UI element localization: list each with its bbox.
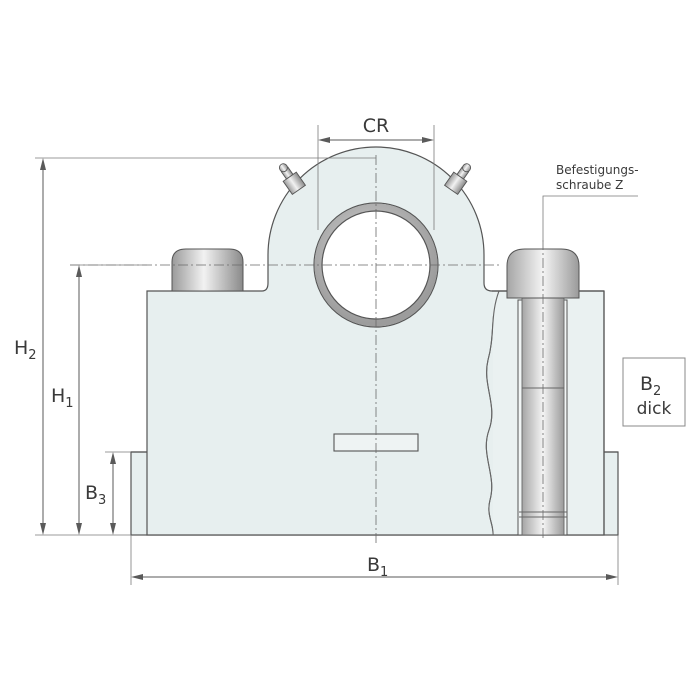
cr-dimension: [318, 137, 434, 143]
screw-callout-line2: schraube Z: [556, 178, 623, 192]
b2-label: B2: [640, 373, 661, 399]
h2-label: H2: [14, 337, 37, 363]
screw-head: [506, 248, 580, 299]
screw-leader-line: [542, 195, 638, 242]
h1-label: H1: [51, 385, 74, 411]
left-cap-nut: [171, 248, 244, 292]
b2-box: [622, 357, 686, 427]
b3-label: B3: [85, 482, 106, 508]
screw-callout-line1: Befestigungs-: [556, 163, 639, 177]
housing-body: [146, 146, 605, 536]
grease-nipple-right: [443, 163, 472, 196]
grease-nipple-left: [278, 163, 307, 196]
h2-dimension: [40, 158, 46, 535]
b1-dimension: [131, 574, 618, 580]
b2-dick-label: dick: [637, 399, 672, 419]
h1-dimension: [76, 265, 82, 535]
b1-label: B1: [367, 554, 388, 580]
cr-label: CR: [363, 115, 389, 137]
b3-dimension: [110, 452, 116, 535]
section-cut-line-front: [485, 290, 500, 536]
